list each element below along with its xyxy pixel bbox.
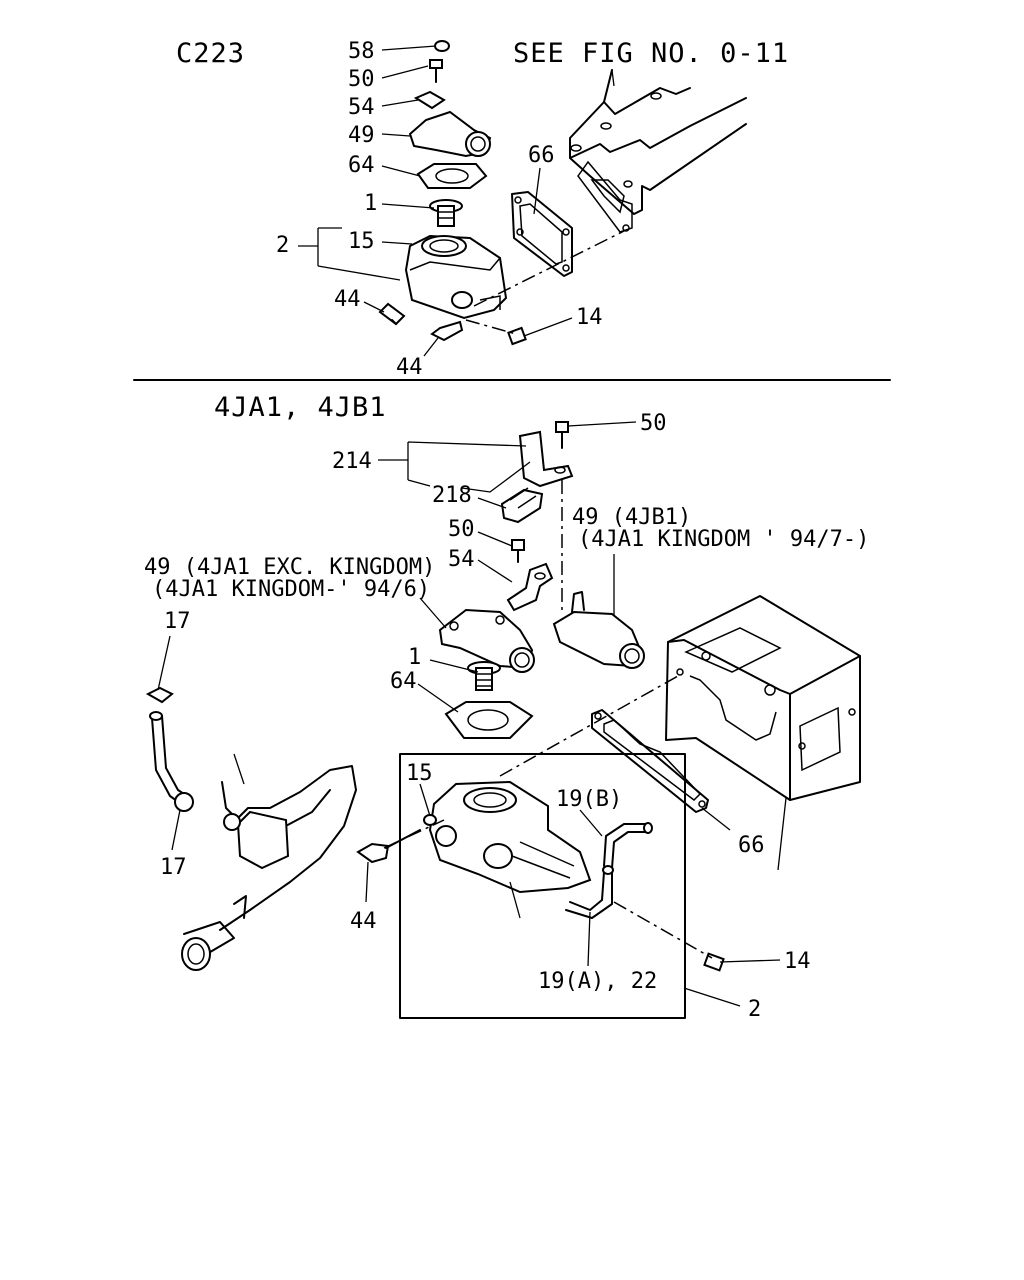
upper-section: C223 SEE FIG NO. 0-11: [176, 38, 789, 380]
bolt-50-icon: [429, 59, 443, 83]
callout-2: 2: [276, 233, 289, 258]
callout-44-b: 44: [396, 355, 423, 380]
alignment-line-lower-b: [383, 819, 445, 849]
callout-1-lower: 1: [408, 645, 421, 670]
callout-50-lower-a: 50: [640, 411, 667, 436]
bracket-54-lower-icon: [506, 562, 554, 612]
upper-leader-lines: [298, 45, 615, 357]
water-outlet-49-left-icon: [438, 608, 535, 673]
callout-66-lower: 66: [738, 833, 765, 858]
thermostat-housing-2-upper-icon: [404, 234, 508, 320]
upper-see-fig-reference: SEE FIG NO. 0-11: [513, 38, 789, 69]
lower-section: 4JA1, 4JB1: [144, 392, 869, 1022]
callout-54-lower: 54: [448, 547, 475, 572]
callout-49-right-line-2: (4JA1 KINGDOM ' 94/7-): [578, 527, 869, 552]
callout-49: 49: [348, 123, 375, 148]
alignment-line-lower-a: [499, 675, 679, 777]
engine-block-outline: [569, 69, 747, 233]
callout-1: 1: [364, 191, 377, 216]
bolt-44-upper-a-icon: [378, 302, 406, 326]
callout-58: 58: [348, 39, 375, 64]
callout-49-left-line-2: (4JA1 KINGDOM-' 94/6): [152, 577, 430, 602]
hose-19b-icon: [603, 822, 653, 869]
callout-14-lower: 14: [784, 949, 811, 974]
water-pipe-left-icon: [145, 686, 357, 971]
alignment-line-lower-c: [613, 901, 713, 959]
callout-54: 54: [348, 95, 375, 120]
bolt-50-lower-b-icon: [511, 539, 525, 563]
bracket-54-icon: [413, 90, 446, 110]
gasket-64-lower-icon: [444, 701, 534, 739]
thermostat-housing-2-lower-icon: [423, 780, 592, 894]
assembly-box-2: [399, 753, 686, 1019]
callout-17-b: 17: [160, 855, 187, 880]
water-outlet-49-right-icon: [552, 591, 645, 669]
gasket-66-upper: [511, 191, 573, 277]
bracket-214-icon: [518, 430, 574, 488]
clip-218-icon: [500, 487, 544, 524]
callout-49-right-line-1: 49 (4JB1): [572, 505, 691, 530]
plug-14-upper-icon: [507, 326, 527, 346]
thermostat-1-upper-icon: [429, 199, 463, 227]
engine-block-lower: [665, 595, 861, 801]
plug-14-lower-icon: [703, 952, 725, 972]
callout-15: 15: [348, 229, 375, 254]
callout-19a-22: 19(A), 22: [538, 969, 657, 994]
callout-14: 14: [576, 305, 603, 330]
callout-2-lower: 2: [748, 997, 761, 1022]
callout-50: 50: [348, 67, 375, 92]
callout-50-lower-b: 50: [448, 517, 475, 542]
gasket-64-upper-icon: [416, 163, 488, 189]
callout-64-lower: 64: [390, 669, 417, 694]
callout-17-a: 17: [164, 609, 191, 634]
alignment-line-upper-b: [465, 319, 517, 335]
callout-15-lower: 15: [406, 761, 433, 786]
lower-section-title: 4JA1, 4JB1: [214, 392, 387, 423]
gasket-66-lower-icon: [591, 709, 709, 813]
lower-leader-lines: [157, 421, 787, 1007]
callout-218: 218: [432, 483, 472, 508]
section-code: C223: [176, 38, 245, 69]
callout-44-a: 44: [334, 287, 361, 312]
thermostat-1-lower-icon: [467, 661, 501, 691]
alignment-line-upper-a: [473, 229, 627, 307]
cap-58-icon: [434, 40, 450, 52]
hose-19a-icon: [565, 865, 614, 919]
callout-64: 64: [348, 153, 375, 178]
bolt-50-lower-a-icon: [555, 421, 569, 449]
water-outlet-49-upper-icon: [408, 110, 492, 158]
callout-214: 214: [332, 449, 372, 474]
bolt-44-upper-b-icon: [430, 320, 464, 342]
callout-66: 66: [528, 143, 555, 168]
callout-19b: 19(B): [556, 787, 622, 812]
callout-49-left-line-1: 49 (4JA1 EXC. KINGDOM): [144, 555, 435, 580]
callout-44-lower: 44: [350, 909, 377, 934]
